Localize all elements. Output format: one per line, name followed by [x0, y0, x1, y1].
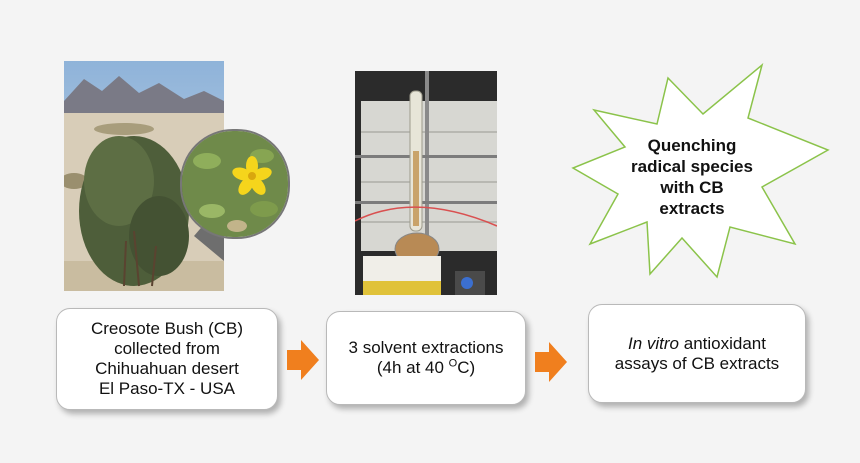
step-text: collected from	[114, 339, 220, 358]
step-text: Chihuahuan desert	[95, 359, 239, 378]
step-text: assays of CB extracts	[614, 353, 780, 373]
degree-superscript: O	[448, 357, 458, 370]
callout-line: with CB	[660, 178, 724, 197]
italic-in-vitro: In vitro	[628, 333, 680, 353]
step-text-part: antioxidant	[679, 333, 766, 353]
step-assay-box: In vitro antioxidant assays of CB extrac…	[588, 304, 806, 403]
step-collection-box: Creosote Bush (CB) collected from Chihua…	[56, 308, 278, 410]
step-text: 3 solvent extractions	[348, 338, 504, 357]
creosote-bush-photo	[64, 61, 224, 291]
step-text-part: C)	[457, 358, 476, 377]
step-text-part: (4h at 40	[376, 358, 449, 377]
step-extraction-box: 3 solvent extractions (4h at 40 OC)	[326, 311, 526, 405]
flow-arrow-2	[535, 342, 567, 382]
step-text: In vitro antioxidant	[628, 334, 766, 354]
leaf-flower-closeup	[180, 129, 290, 239]
flow-arrow-1	[287, 340, 319, 380]
callout-line: Quenching	[647, 136, 737, 155]
extraction-apparatus-photo	[355, 71, 497, 295]
starburst-callout-shape	[571, 62, 830, 279]
step-text: El Paso-TX - USA	[98, 379, 236, 398]
callout-line: radical species	[631, 157, 753, 176]
callout-line: extracts	[659, 199, 725, 218]
callout-text: Quenching radical species with CB extrac…	[612, 135, 772, 219]
step-text: (4h at 40 OC)	[377, 358, 475, 378]
step-text: Creosote Bush (CB)	[90, 319, 244, 338]
